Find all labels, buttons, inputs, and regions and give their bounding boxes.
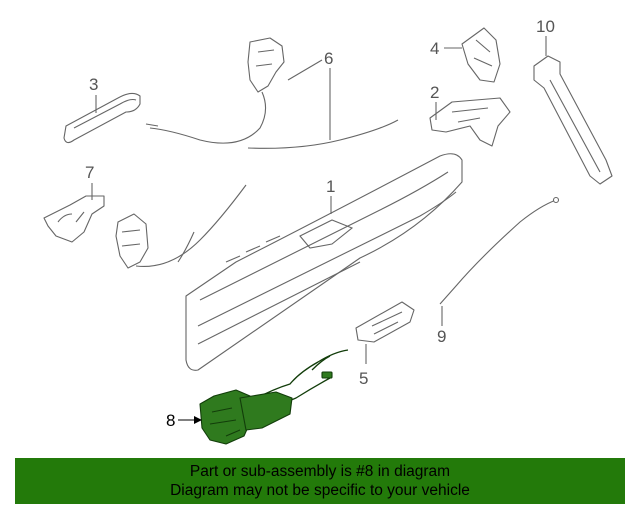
- part-6-lower-latch: [115, 213, 149, 269]
- notice-banner: Part or sub-assembly is #8 in diagram Di…: [15, 458, 625, 504]
- part-5-latch: [355, 301, 415, 343]
- callout-9: 9: [437, 327, 446, 346]
- callout-10: 10: [536, 17, 555, 36]
- notice-line-2: Diagram may not be specific to your vehi…: [170, 482, 470, 499]
- callout-8: 8: [166, 411, 175, 430]
- callout-4: 4: [430, 39, 439, 58]
- part-7-bracket: [43, 195, 105, 243]
- callout-5: 5: [359, 369, 368, 388]
- part-6-latch-cable: [135, 37, 399, 268]
- part-8-latch-actuator: [199, 349, 349, 445]
- parts-diagram: 3 7 6 4 2 10: [43, 17, 613, 445]
- callout-6: 6: [324, 49, 333, 68]
- callout-3: 3: [89, 75, 98, 94]
- callout-1: 1: [326, 177, 335, 196]
- part-2-hinge: [429, 97, 511, 147]
- part-10-strut: [533, 55, 613, 185]
- part-1-liftgate-panel: [185, 153, 463, 371]
- part-9-cable: [439, 196, 560, 305]
- part-4-hinge: [461, 27, 501, 83]
- callout-2: 2: [430, 83, 439, 102]
- part-3-handle: [63, 92, 141, 144]
- notice-line-1: Part or sub-assembly is #8 in diagram: [189, 463, 451, 480]
- callout-7: 7: [85, 163, 94, 182]
